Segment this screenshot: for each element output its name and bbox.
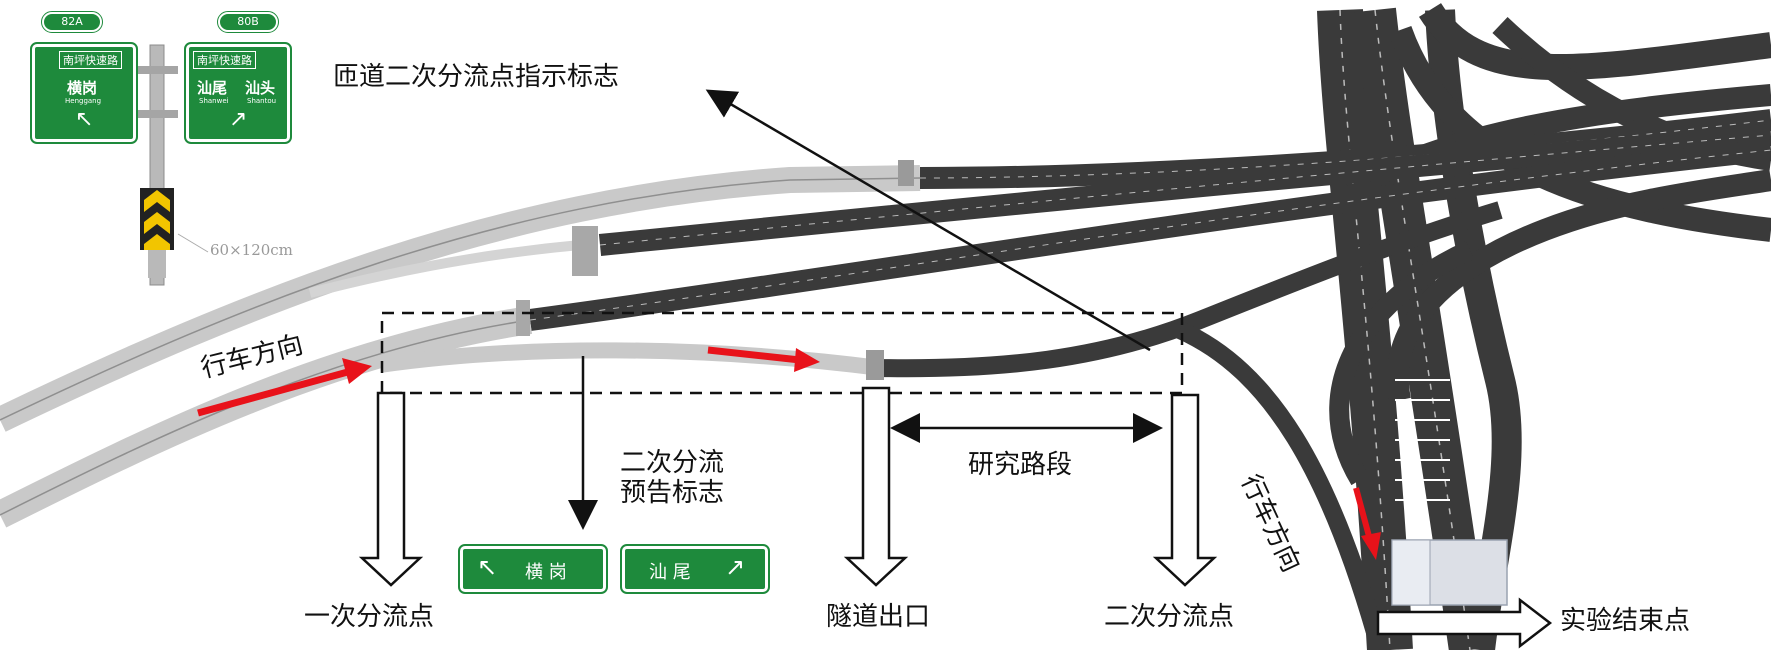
- destination-right-1: 汕尾: [197, 79, 228, 97]
- end-point-arrow: [1376, 597, 1553, 649]
- advance-sign-right-text: 汕 尾: [649, 562, 691, 583]
- destination-left: 横岗: [67, 79, 98, 97]
- interchange-roads: [1317, 2, 1771, 650]
- destination-right-2: 汕头: [245, 79, 276, 97]
- route-number-right: 80B: [217, 11, 279, 33]
- road-name-left: 南坪快速路: [59, 51, 122, 69]
- second-diverge-arrow: [1152, 393, 1218, 587]
- arrow-upleft-icon: ↖: [477, 553, 498, 581]
- destination-right-1-pinyin: Shanwei: [199, 97, 229, 105]
- gantry-sign-left: 南坪快速路 横岗 Henggang ↖: [30, 42, 138, 144]
- gantry-structure: [138, 44, 209, 286]
- arrow-upleft-icon: ↖: [75, 107, 94, 132]
- gantry-sign-right: 南坪快速路 汕尾 汕头 Shanwei Shantou ↗: [184, 42, 292, 144]
- destination-left-pinyin: Henggang: [65, 97, 102, 105]
- road-name-right: 南坪快速路: [193, 51, 256, 69]
- tunnel-exit-label: 隧道出口: [826, 602, 931, 632]
- route-number-left: 82A: [41, 11, 103, 33]
- pointer-arrow: [705, 89, 1151, 352]
- chevron-size-label: 60×120cm: [210, 241, 293, 259]
- study-section-label: 研究路段: [968, 450, 1073, 480]
- arrow-upright-icon: ↗: [229, 107, 248, 132]
- secondary-diverge-advance-sign-label: 二次分流 预告标志: [620, 448, 725, 508]
- advance-sign-left-text: 横 岗: [525, 562, 567, 583]
- advance-sign-right: 汕 尾 ↗: [620, 544, 770, 594]
- arrow-upright-icon: ↗: [725, 553, 746, 581]
- study-area-box: [380, 311, 1184, 395]
- advance-sign-left: ↖ 横 岗: [458, 544, 608, 594]
- first-diverge-point-label: 一次分流点: [304, 602, 435, 632]
- first-diverge-arrow: [358, 391, 424, 587]
- experiment-end-point-label: 实验结束点: [1560, 606, 1691, 636]
- hollow-down-arrows: [358, 386, 1218, 587]
- main-roads: [0, 109, 1771, 650]
- ramp-secondary-diverge-sign-label: 匝道二次分流点指示标志: [333, 62, 620, 92]
- destination-right-2-pinyin: Shantou: [247, 97, 277, 105]
- tunnel-exit-arrow: [843, 386, 909, 587]
- second-diverge-point-label: 二次分流点: [1104, 602, 1235, 632]
- direction-arrows: [197, 346, 1381, 560]
